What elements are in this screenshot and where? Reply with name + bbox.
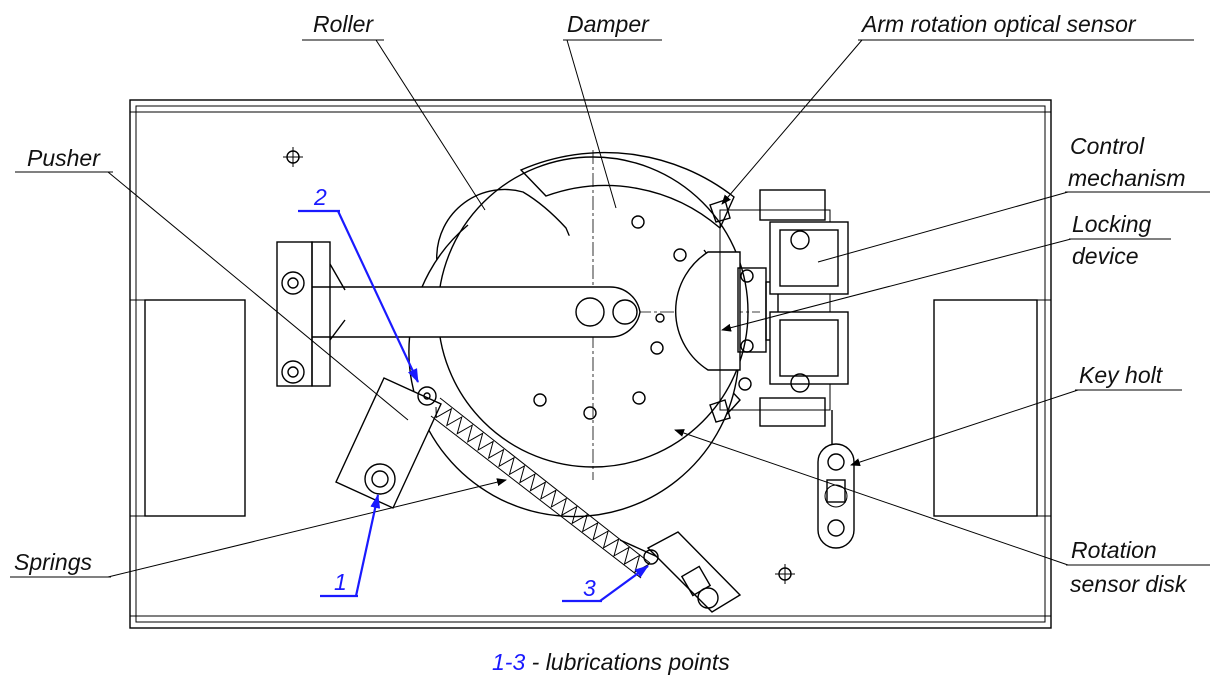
label-springs: Springs — [14, 549, 92, 575]
control-mechanism — [709, 189, 849, 427]
arm — [309, 286, 641, 338]
label-sensor-disk: sensor disk — [1070, 571, 1188, 597]
locking-device — [675, 251, 779, 371]
label-control: Control — [1070, 133, 1145, 159]
caption: 1-3 - lubrications points — [492, 649, 730, 675]
damper-screws — [533, 215, 687, 420]
right-window — [933, 299, 1051, 517]
lubrication-arrow-1 — [320, 494, 381, 598]
label-damper: Damper — [567, 11, 650, 37]
mounting-hole — [775, 564, 795, 584]
left-window — [130, 299, 246, 517]
label-locking: Locking — [1072, 211, 1151, 237]
housing-frame — [129, 99, 1052, 629]
point-label-2: 2 — [313, 184, 327, 210]
label-roller: Roller — [313, 11, 374, 37]
label-arm-rotation-optical-sensor: Arm rotation optical sensor — [860, 11, 1137, 37]
springs — [430, 397, 661, 579]
label-key-holt: Key holt — [1079, 362, 1164, 388]
mounting-hole — [283, 147, 303, 167]
pusher — [335, 377, 442, 509]
spring-anchor-lever — [643, 531, 742, 613]
leader-lines — [10, 39, 1210, 578]
label-mechanism: mechanism — [1068, 165, 1186, 191]
caption-text: - lubrications points — [525, 649, 730, 675]
lubrication-arrow-3 — [562, 565, 649, 603]
point-label-3: 3 — [583, 575, 596, 601]
caption-range: 1-3 — [492, 649, 525, 675]
label-rotation: Rotation — [1071, 537, 1157, 563]
key-holt — [817, 410, 855, 549]
point-label-1: 1 — [334, 569, 347, 595]
label-pusher: Pusher — [27, 145, 101, 171]
label-device: device — [1072, 243, 1138, 269]
lubrication-arrow-2 — [298, 209, 419, 383]
arm-bracket — [276, 241, 346, 387]
